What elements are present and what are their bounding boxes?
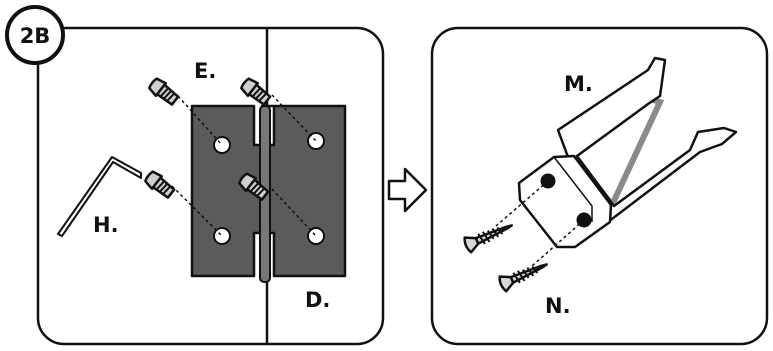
hinge-hole	[307, 227, 325, 245]
hinge-right-leaf	[260, 104, 347, 278]
step-badge: 2B	[5, 5, 65, 65]
label-n: N.	[545, 294, 571, 318]
label-d: D.	[305, 288, 330, 312]
hinge-hole	[307, 132, 325, 150]
bracket-frame	[556, 56, 738, 224]
label-e: E.	[194, 59, 216, 83]
label-h: H.	[93, 213, 119, 237]
bracket-plate-edge	[553, 156, 593, 222]
hinge-hole	[213, 227, 231, 245]
hex-key	[57, 156, 142, 237]
hinge	[190, 104, 347, 283]
right-panel: M. N.	[430, 26, 769, 346]
bracket	[517, 56, 738, 249]
next-arrow-icon	[387, 167, 428, 213]
hinge-hole	[213, 136, 231, 154]
step-badge-circle	[5, 5, 65, 65]
screw-guide-lines	[171, 94, 317, 237]
step-badge-text: 2B	[20, 24, 51, 48]
label-m: M.	[564, 72, 593, 96]
left-panel: E. H. D.	[36, 26, 385, 346]
